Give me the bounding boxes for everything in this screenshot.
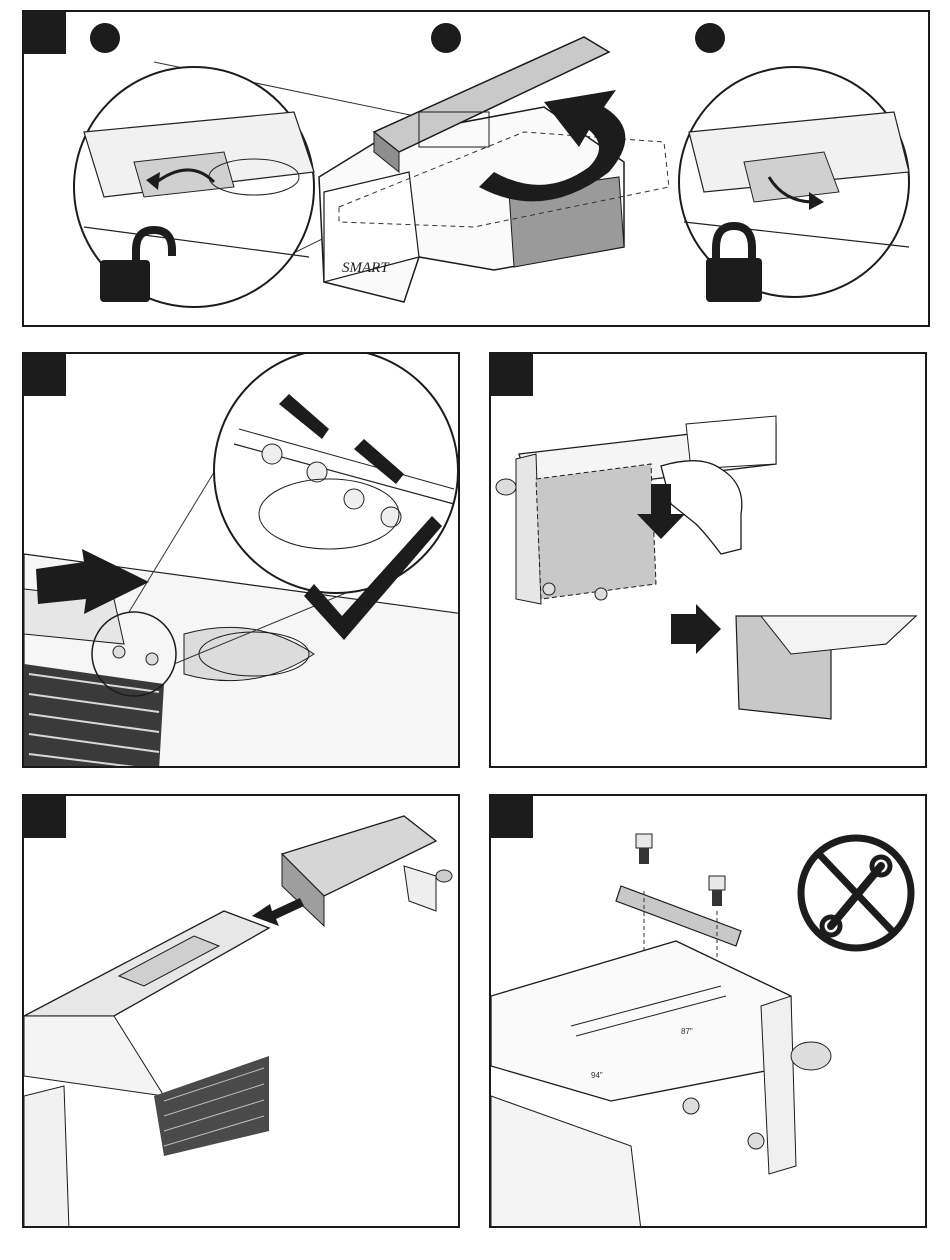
zoom-circle-screws [214,354,458,593]
insert-arrow-icon [252,898,304,926]
step-panel-4 [22,794,460,1228]
bolt-left [636,834,652,864]
slot-label-left: 94" [591,1071,603,1080]
hand-illustration [661,461,742,554]
panel1-illustration: SMART [24,12,930,327]
step-panel-2 [22,352,460,768]
slot-label-right: 87" [681,1027,693,1036]
step-panel-1: SMART [22,10,930,327]
step-panel-3 [489,352,927,768]
panel2-illustration [24,354,460,768]
panel4-illustration [24,796,460,1228]
slide-right-arrow-icon [671,604,721,654]
step-panel-5: 87" 94" [489,794,927,1228]
no-wrench-icon [801,838,911,948]
panel5-illustration: 87" 94" [491,796,927,1228]
bolt-right [709,876,725,906]
brand-logo: SMART [342,260,390,276]
panel3-illustration [491,354,927,768]
